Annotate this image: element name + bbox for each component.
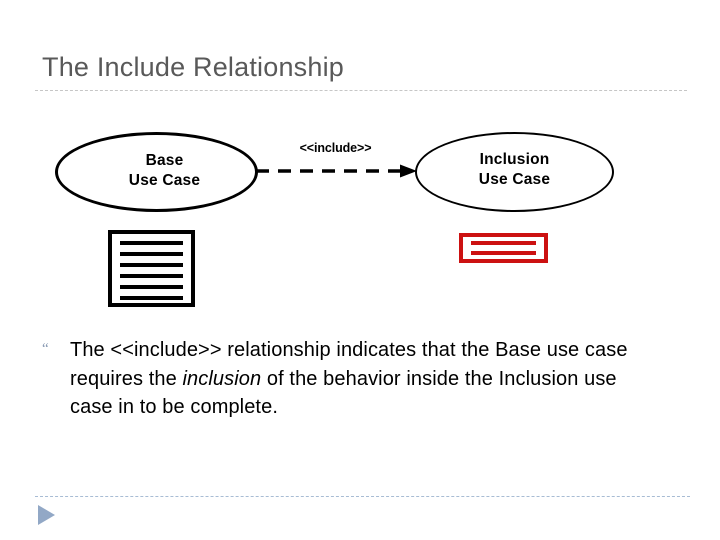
body-text-part2: of the behavior inside the Inclusion use… xyxy=(70,367,617,419)
document-line xyxy=(120,274,183,278)
document-line xyxy=(120,296,183,300)
use-case-base-line2: Use Case xyxy=(128,171,201,189)
use-case-ellipse-base: Base Use Case xyxy=(55,132,258,212)
page-title: The Include Relationship xyxy=(42,52,344,82)
document-lines-icon-black xyxy=(108,230,195,307)
use-case-base-label: Base Use Case xyxy=(58,151,255,190)
document-line xyxy=(120,241,183,245)
use-case-inclusion-line2: Use Case xyxy=(478,170,551,188)
document-line xyxy=(471,251,536,255)
document-line xyxy=(120,263,183,267)
document-lines-icon-red xyxy=(459,233,548,263)
body-bullet-list: “ The <<include>> relationship indicates… xyxy=(40,336,640,422)
footer-triangle-icon xyxy=(38,505,55,525)
document-line xyxy=(120,252,183,256)
document-line xyxy=(471,241,536,245)
include-dependency-arrow-icon xyxy=(256,164,417,178)
title-divider xyxy=(35,90,687,91)
document-line xyxy=(120,285,183,289)
body-text-emphasis: inclusion xyxy=(182,367,262,390)
footer-divider xyxy=(35,496,690,497)
use-case-ellipse-inclusion: Inclusion Use Case xyxy=(415,132,614,212)
include-stereotype-label: <<include>> xyxy=(299,141,372,155)
use-case-inclusion-line1: Inclusion xyxy=(479,151,550,168)
use-case-base-line1: Base xyxy=(145,152,184,169)
body-paragraph: The <<include>> relationship indicates t… xyxy=(70,336,640,422)
use-case-inclusion-label: Inclusion Use Case xyxy=(417,150,612,189)
quote-bullet-icon: “ xyxy=(42,341,49,357)
body-text-part1: The <<include>> relationship indicates t… xyxy=(70,339,628,390)
